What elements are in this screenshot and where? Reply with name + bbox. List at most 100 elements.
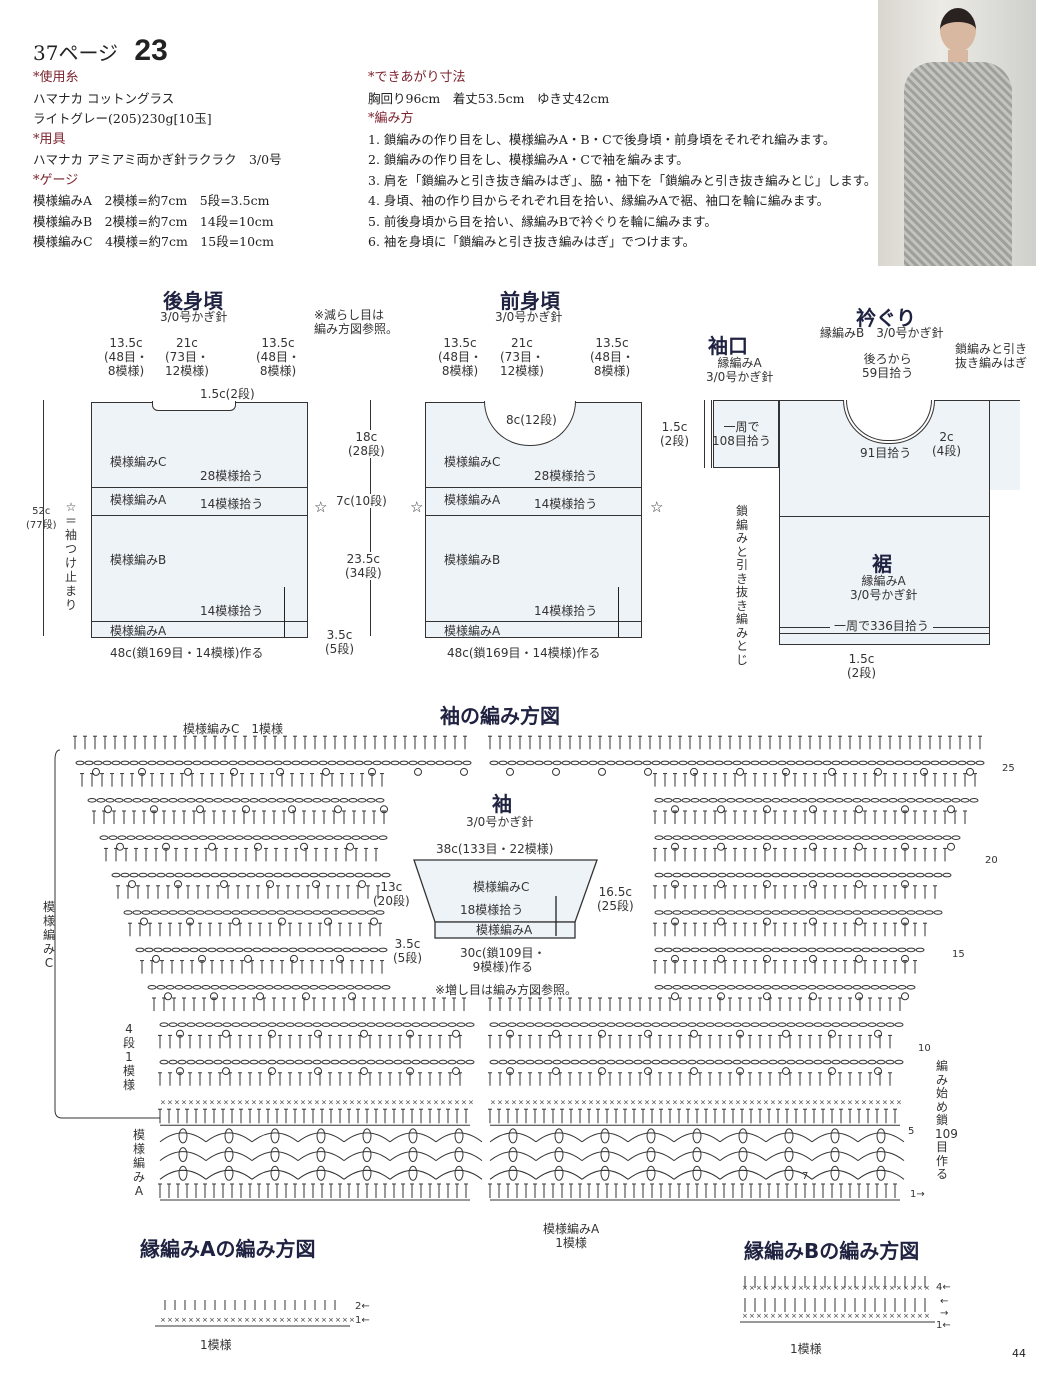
stitch-mark — [204, 910, 214, 915]
stitch-mark: × — [279, 1316, 285, 1324]
stitch-mark — [506, 767, 514, 776]
stitch-mark — [249, 798, 259, 803]
stitch-mark — [256, 992, 264, 1001]
stitch-mark — [906, 910, 916, 915]
stitch-mark — [297, 1169, 345, 1180]
page-reference: 37ページ 23 — [33, 34, 168, 68]
stitch-mark — [897, 835, 907, 841]
stitch-mark — [816, 947, 826, 953]
stitch-mark — [726, 798, 736, 803]
stitch-mark — [321, 1022, 331, 1027]
single-crochet-mark: × — [244, 1099, 250, 1107]
model-photo — [878, 0, 1036, 266]
stitch-mark — [786, 1022, 796, 1027]
single-crochet-mark: × — [518, 1099, 524, 1107]
stitch-mark — [759, 1059, 769, 1065]
stitch-mark — [834, 985, 844, 990]
finished-heading: *できあがり寸法 — [368, 70, 466, 85]
stitch-mark — [506, 1067, 514, 1076]
stitch-mark: × — [188, 1316, 194, 1324]
stitch-mark — [535, 1151, 583, 1161]
stitch-mark — [278, 917, 286, 926]
pattern-a-label: 模様編みA — [110, 624, 167, 638]
stitch-mark — [220, 880, 228, 889]
stitch-mark — [828, 767, 836, 776]
stitch-mark — [570, 1022, 580, 1027]
stitch-mark — [351, 835, 361, 841]
row-number: 10 — [918, 1043, 931, 1054]
pick-up-label: 14模様拾う — [534, 497, 598, 511]
stitch-mark — [162, 842, 170, 851]
edge-b-title: 縁編みBの編み方図 — [744, 1239, 920, 1263]
stitch-mark — [736, 1029, 744, 1038]
stitch-mark — [186, 910, 196, 915]
stitch-mark — [285, 798, 295, 803]
stitch-mark — [366, 1022, 376, 1027]
stitch-mark: × — [272, 1316, 278, 1324]
stitch-mark — [230, 767, 238, 776]
stitch-mark — [254, 842, 262, 851]
single-crochet-mark: × — [588, 1099, 594, 1107]
stitch-mark — [681, 835, 691, 841]
stitch-mark — [135, 835, 145, 841]
back-title: 後身頃 — [163, 289, 223, 313]
stitch-mark — [177, 1059, 187, 1065]
stitch-mark — [719, 1132, 767, 1143]
stitch-mark — [186, 1022, 196, 1027]
stitch-mark: × — [826, 1284, 832, 1292]
stitch-mark — [765, 1132, 813, 1143]
stitch-mark — [196, 805, 204, 814]
single-crochet-mark: × — [644, 1099, 650, 1107]
stitch-mark — [857, 1151, 905, 1161]
stitch-mark — [669, 760, 679, 766]
stitch-mark — [363, 985, 373, 990]
stitch-mark — [465, 1022, 475, 1027]
stitch-mark — [303, 1022, 313, 1027]
stitch-mark — [807, 947, 817, 953]
stitch-mark — [933, 835, 943, 841]
stitch-mark — [915, 798, 925, 803]
stitch-mark — [279, 835, 289, 841]
pattern-b-label: 模様編みB — [110, 553, 167, 567]
stitch-mark: × — [854, 1312, 860, 1320]
stitch-mark — [152, 954, 160, 963]
stitch-mark — [894, 760, 904, 766]
stitch-mark — [316, 1128, 326, 1144]
stitch-mark — [780, 872, 790, 878]
stitch-mark — [906, 985, 916, 990]
stitch-mark — [231, 910, 241, 915]
stitch-mark — [795, 760, 805, 766]
single-crochet-mark: × — [328, 1099, 334, 1107]
stitch-mark — [843, 835, 853, 841]
stitch-mark — [708, 835, 718, 841]
stitch-mark — [516, 1022, 526, 1027]
stitch-mark — [879, 947, 889, 953]
single-crochet-mark: × — [637, 1099, 643, 1107]
stitch-mark — [736, 767, 744, 776]
stitch-mark — [780, 985, 790, 990]
stitch-mark — [318, 872, 328, 878]
single-crochet-mark: × — [602, 1099, 608, 1107]
stitch-mark — [219, 872, 229, 878]
stitch-mark — [429, 1059, 439, 1065]
stitch-mark — [735, 985, 745, 990]
stitch-mark — [951, 798, 961, 803]
stitch-mark — [498, 1022, 508, 1027]
single-crochet-mark: × — [160, 1099, 166, 1107]
stitch-mark — [362, 1165, 372, 1181]
stitch-mark — [825, 910, 835, 915]
stitch-mark — [489, 1132, 537, 1143]
stitch-mark — [888, 835, 898, 841]
stitch-mark — [255, 760, 265, 766]
stitch-mark — [717, 985, 727, 990]
stitch-mark — [870, 798, 880, 803]
stitch-mark: × — [293, 1316, 299, 1324]
dim-body: 23.5c (34段) — [345, 552, 382, 580]
stitch-mark — [164, 992, 172, 1001]
stitch-mark — [644, 767, 652, 776]
stitch-mark: × — [300, 1316, 306, 1324]
stitch-mark — [795, 1022, 805, 1027]
stitch-mark: × — [833, 1284, 839, 1292]
stitch-mark — [543, 1059, 553, 1065]
